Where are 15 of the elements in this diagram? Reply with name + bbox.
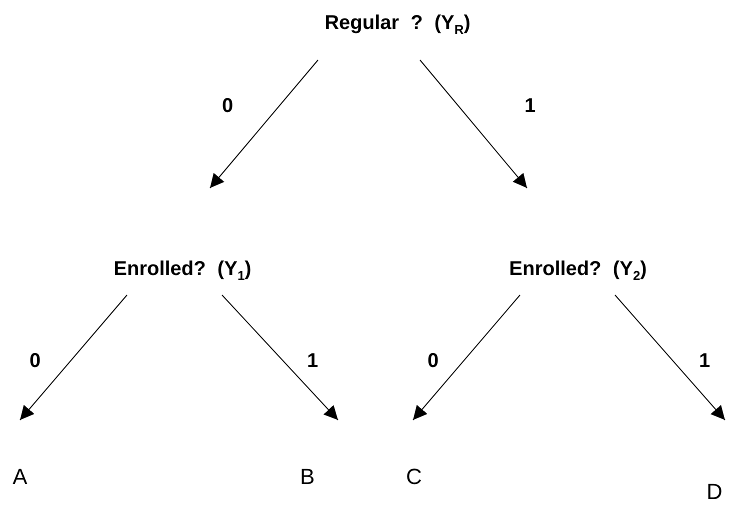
arrow xyxy=(222,294,338,420)
arrow xyxy=(412,294,520,420)
arrow xyxy=(614,294,726,420)
arrow xyxy=(420,60,528,188)
outcome-label: B xyxy=(300,464,315,490)
outcome-label: C xyxy=(406,464,422,490)
question-label: Regular ? (Y$_{R}$) xyxy=(324,12,470,35)
question-label: Enrolled? (Y$_{1}$) xyxy=(114,258,252,281)
edge-label: 0 xyxy=(428,350,439,370)
arrow xyxy=(210,60,318,188)
outcome-label: D xyxy=(706,479,722,505)
outcome-label: A xyxy=(12,464,28,490)
edge-label: 0 xyxy=(30,350,41,370)
question-label: Enrolled? (Y$_{2}$) xyxy=(509,258,647,281)
arrow xyxy=(20,294,128,420)
